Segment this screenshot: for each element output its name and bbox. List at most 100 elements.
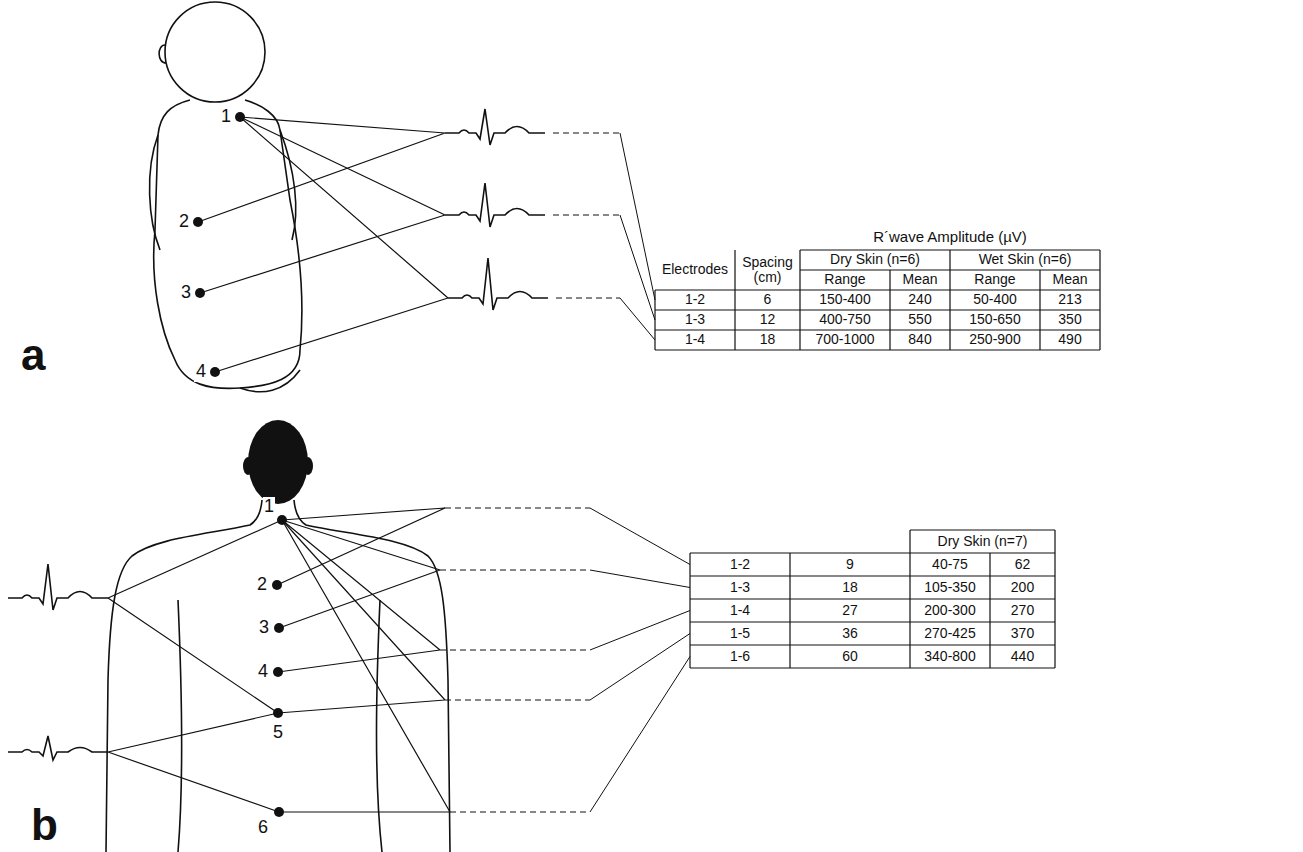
infant-leads	[198, 117, 448, 372]
table-header: Wet Skin (n=6)	[951, 251, 1099, 269]
table-cell: 1-6	[691, 646, 789, 667]
leader-dashed	[440, 570, 590, 571]
table-cell: 40-75	[911, 554, 989, 575]
infant-foot	[240, 370, 300, 392]
table-header: Dry Skin (n=6)	[801, 251, 949, 269]
leader-dashed	[556, 298, 620, 299]
electrode-number: 6	[257, 818, 269, 838]
table-cell: 240	[891, 291, 949, 309]
table-cell: 270-425	[911, 623, 989, 644]
table-cell: 50-400	[951, 291, 1039, 309]
adult-head	[248, 420, 308, 504]
panel-letter: b	[31, 801, 73, 849]
adult-outline	[106, 420, 450, 852]
table-cell: 200-300	[911, 600, 989, 621]
ecg-trace	[445, 109, 545, 145]
electrode-number: 1	[219, 107, 231, 127]
adult-ear	[303, 457, 313, 475]
table-cell: 1-2	[656, 291, 734, 309]
table-header: Electrodes	[656, 251, 734, 289]
grid-rule	[690, 530, 1055, 668]
leader-line	[620, 298, 655, 340]
leader-line	[620, 133, 655, 300]
leader-line	[590, 657, 690, 813]
lead-line	[277, 508, 445, 585]
table-header: Mean	[1041, 271, 1099, 289]
electrode-number: 1	[263, 497, 275, 517]
table-cell: 18	[736, 331, 799, 349]
table-cell: 400-750	[801, 311, 889, 329]
table-header: Range	[801, 271, 889, 289]
infant-ear	[159, 45, 166, 63]
adult-ear	[243, 457, 253, 475]
grid-rule	[655, 250, 1100, 350]
table-cell: 9	[791, 554, 909, 575]
lead-line	[279, 520, 450, 812]
table-cell: 12	[736, 311, 799, 329]
infant-body	[154, 100, 302, 388]
electrode-number: 3	[258, 618, 270, 638]
table-cell: 1-5	[691, 623, 789, 644]
ecg-trace	[448, 258, 548, 310]
table-cell: 150-400	[801, 291, 889, 309]
adult-ecg-traces	[8, 564, 108, 760]
table-cell: 1-3	[656, 311, 734, 329]
table-header: Mean	[891, 271, 949, 289]
table-cell: 370	[991, 623, 1054, 644]
adult-leaders	[440, 508, 690, 812]
adult-leads	[108, 508, 450, 812]
table-cell: 27	[791, 600, 909, 621]
table-header: Dry Skin (n=7)	[911, 531, 1054, 552]
table-cell: 700-1000	[801, 331, 889, 349]
table-cell: 340-800	[911, 646, 989, 667]
leader-line	[590, 508, 690, 565]
panel-letter: a	[21, 331, 63, 379]
table-title: R´wave Amplitude (µV)	[801, 227, 1099, 247]
table-cell: 60	[791, 646, 909, 667]
leader-dashed	[553, 215, 620, 216]
table-cell: 840	[891, 331, 949, 349]
table-cell: 440	[991, 646, 1054, 667]
table-cell: 1-3	[691, 577, 789, 598]
leader-line	[590, 634, 690, 701]
lead-line	[278, 520, 445, 713]
leader-dashed	[440, 650, 590, 651]
table-cell: 150-650	[951, 311, 1039, 329]
lead-line	[279, 520, 440, 628]
ecg-trace	[8, 736, 108, 760]
adult-torso	[178, 600, 182, 852]
table-b-grid	[690, 530, 1055, 668]
table-cell: 350	[1041, 311, 1099, 329]
leader-line	[590, 570, 690, 588]
leader-dashed	[450, 812, 590, 813]
electrode-number: 2	[177, 212, 189, 232]
infant-outline	[150, 2, 302, 392]
infant-ecg-traces	[445, 109, 548, 310]
table-cell: 490	[1041, 331, 1099, 349]
table-cell: 1-4	[691, 600, 789, 621]
table-cell: 1-4	[656, 331, 734, 349]
leader-dashed	[553, 133, 620, 134]
infant-arm	[150, 135, 160, 250]
table-cell: 550	[891, 311, 949, 329]
table-cell: 36	[791, 623, 909, 644]
electrode-number: 2	[256, 575, 268, 595]
table-cell: 200	[991, 577, 1054, 598]
adult-torso	[377, 600, 383, 852]
ecg-trace	[445, 183, 545, 227]
grid-rule	[690, 530, 1055, 668]
infant-electrodes	[193, 112, 245, 377]
infant-arm	[280, 130, 296, 240]
table-header: Spacing (cm)	[736, 251, 799, 289]
leader-dashed	[445, 700, 590, 701]
table-cell: 1-2	[691, 554, 789, 575]
table-cell: 18	[791, 577, 909, 598]
lead-line	[215, 117, 448, 372]
table-cell: 213	[1041, 291, 1099, 309]
lead-line	[108, 520, 282, 713]
adult-electrodes	[272, 515, 287, 817]
electrode-number: 4	[194, 362, 206, 382]
lead-line	[108, 713, 279, 812]
table-header: Range	[951, 271, 1039, 289]
